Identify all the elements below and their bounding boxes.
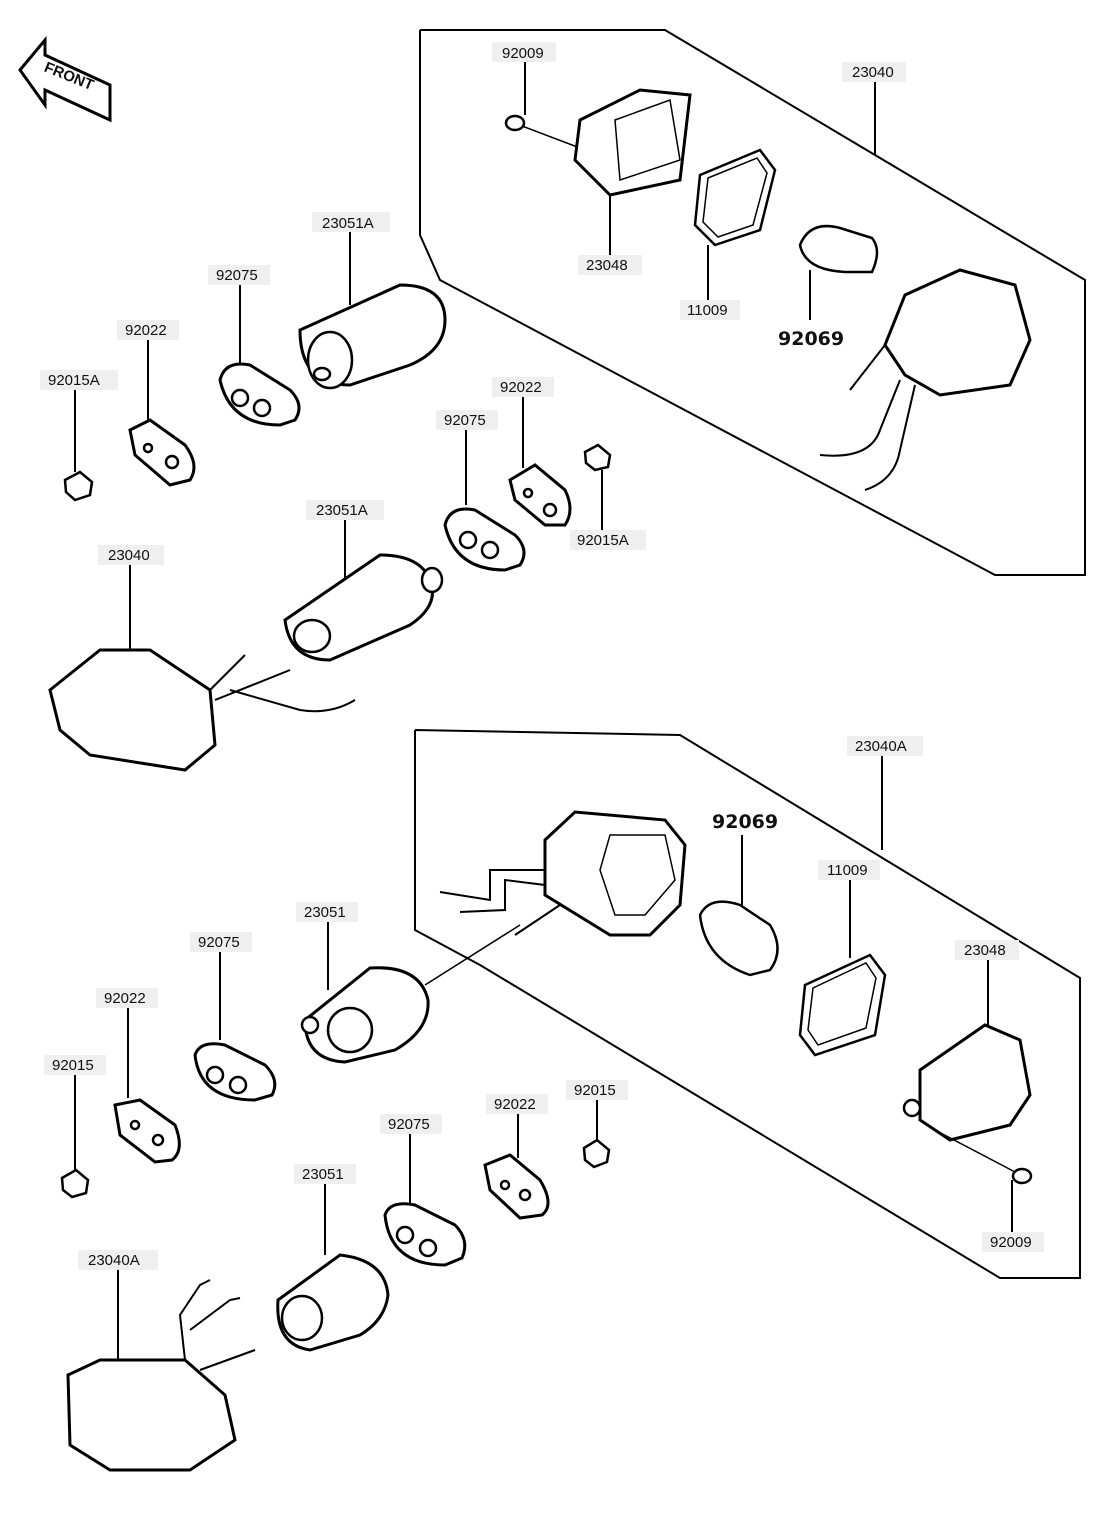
plate-icon <box>483 1153 550 1220</box>
lens-icon <box>902 1023 1032 1142</box>
nut-icon <box>63 470 94 502</box>
callout-23048-lower: 23048 <box>964 942 1006 959</box>
gasket-icon <box>798 953 887 1057</box>
callout-23040A-right: 23040A <box>855 738 907 755</box>
callout-11009-top: 11009 <box>687 302 728 319</box>
signal-housing-icon <box>819 268 1032 491</box>
callout-92015A-mid: 92015A <box>577 532 629 549</box>
callout-92022-upper-mid: 92022 <box>500 379 542 396</box>
callout-11009-lower: 11009 <box>827 862 868 879</box>
callout-92015-lower-left: 92015 <box>52 1057 94 1074</box>
callout-92022-upper-left: 92022 <box>125 322 167 339</box>
signal-housing-icon <box>66 1279 256 1472</box>
bulb-icon <box>798 224 879 320</box>
plate-icon <box>113 1098 181 1164</box>
callout-92075-upper-left: 92075 <box>216 267 258 284</box>
grommet-icon <box>443 507 526 572</box>
callout-23040-top: 23040 <box>852 64 894 81</box>
screw-icon <box>504 114 581 149</box>
callout-92022-lower-mid: 92022 <box>494 1096 536 1113</box>
socket-icon <box>283 553 444 662</box>
plate-icon <box>508 463 572 527</box>
socket-icon <box>298 283 447 390</box>
gasket-icon <box>693 148 777 247</box>
callout-92069-lower: 92069 <box>712 811 778 833</box>
nut-icon <box>582 1138 611 1169</box>
grommet-icon <box>193 1042 277 1102</box>
callout-23051A-upper: 23051A <box>322 215 374 232</box>
front-arrow-icon: FRONT <box>18 35 112 123</box>
callout-92015-lower-mid: 92015 <box>574 1082 616 1099</box>
callout-23040-left: 23040 <box>108 547 150 564</box>
signal-housing-icon <box>48 648 356 772</box>
callout-92015A-left: 92015A <box>48 372 100 389</box>
callout-92075-lower-left: 92075 <box>198 934 240 951</box>
bulb-icon <box>698 900 779 977</box>
callout-92009-top: 92009 <box>502 45 544 62</box>
callout-23051-lower-bottom: 23051 <box>302 1166 344 1183</box>
callout-92075-upper-mid: 92075 <box>444 412 486 429</box>
assembly-frame-lower <box>414 729 1081 1279</box>
screw-icon <box>934 1129 1033 1185</box>
lens-icon <box>573 88 692 197</box>
nut-icon <box>583 443 612 472</box>
socket-icon <box>276 1253 390 1352</box>
callout-92022-lower-left: 92022 <box>104 990 146 1007</box>
nut-icon <box>60 1168 90 1199</box>
callout-23051-lower-top: 23051 <box>304 904 346 921</box>
callout-92069-top: 92069 <box>778 328 844 350</box>
grommet-icon <box>383 1202 467 1267</box>
callout-92009-lower: 92009 <box>990 1234 1032 1251</box>
plate-icon <box>128 418 196 487</box>
callout-23051A-mid: 23051A <box>316 502 368 519</box>
socket-icon <box>300 924 521 1064</box>
callout-23040A-left: 23040A <box>88 1252 140 1269</box>
grommet-icon <box>218 362 301 427</box>
assembly-frame-upper <box>419 29 1086 576</box>
callout-92075-lower-mid: 92075 <box>388 1116 430 1133</box>
callout-23048-top: 23048 <box>586 257 628 274</box>
signal-housing-icon <box>439 810 687 937</box>
